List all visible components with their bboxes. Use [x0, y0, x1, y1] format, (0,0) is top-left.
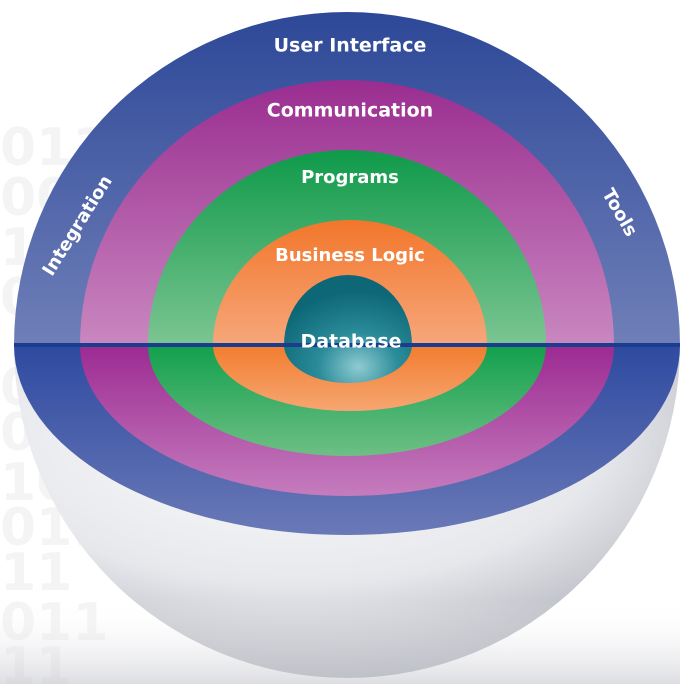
label-database: Database: [300, 331, 401, 353]
label-user-interface: User Interface: [274, 35, 427, 57]
background-digit: 11: [0, 543, 72, 603]
floor-shadow: [0, 600, 680, 684]
label-business-logic: Business Logic: [275, 245, 425, 266]
dome-database: [284, 275, 412, 383]
dome-layers: [14, 12, 680, 383]
cut-face: [14, 345, 680, 535]
equator-line: [14, 343, 680, 347]
label-programs: Programs: [301, 167, 399, 188]
label-communication: Communication: [267, 100, 433, 122]
